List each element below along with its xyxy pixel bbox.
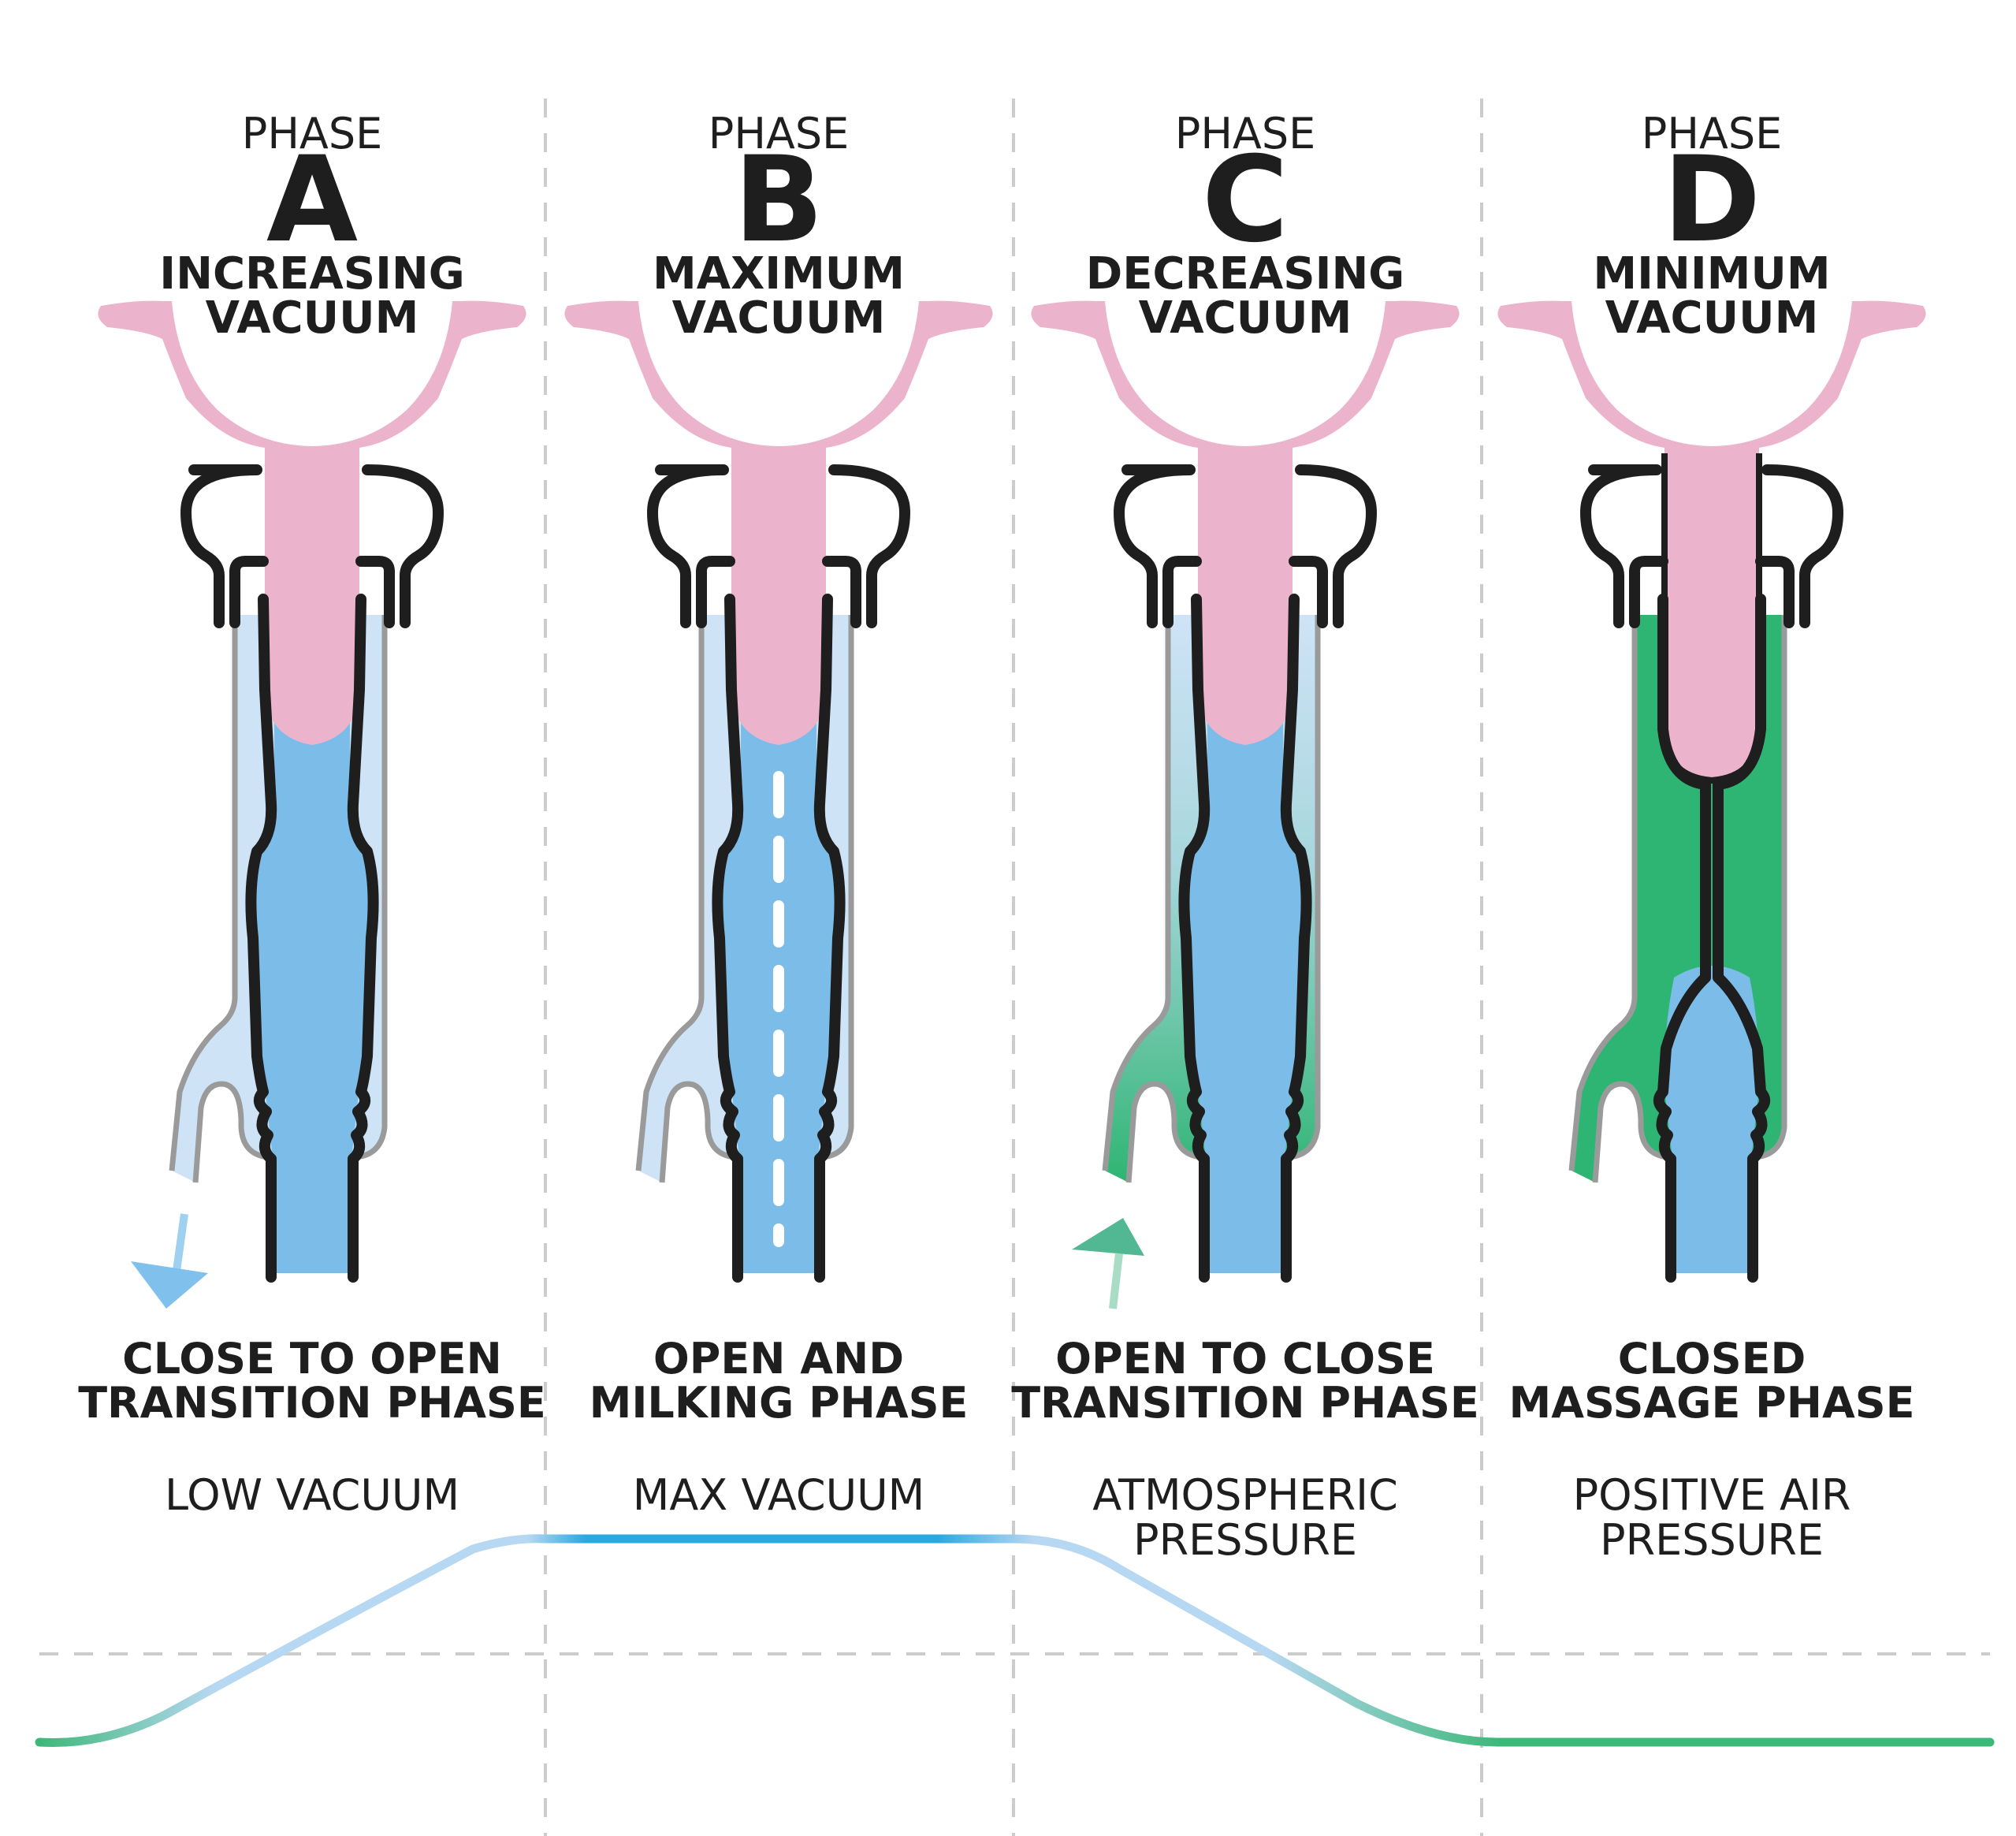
air-in-arrow-shaft: [1109, 1253, 1123, 1309]
vacuum-state-line: DECREASING: [1086, 248, 1405, 300]
phase-letter: D: [1663, 132, 1761, 269]
transition-phase-line: MASSAGE PHASE: [1508, 1378, 1914, 1428]
phase-label: PHASE: [709, 109, 850, 158]
pressure-curve-line: [35, 1534, 1995, 1748]
vacuum-state-line: INCREASING: [159, 248, 465, 300]
milk-channel: [1664, 966, 1760, 1273]
phase-label: PHASE: [1175, 109, 1316, 158]
liner-head-inner: [1629, 566, 1795, 628]
liner-wall-left: [1178, 594, 1211, 1283]
teat-tip: [731, 453, 826, 745]
pressure-state-line: LOW VACUUM: [165, 1470, 459, 1520]
liner-head-left: [180, 464, 269, 628]
teatcup-shell-outline: [1568, 615, 1787, 1183]
pressure-curve: [35, 1534, 1995, 1748]
phase-label: PHASE: [1642, 109, 1783, 158]
pressure-state-line: POSITIVE AIR: [1573, 1470, 1851, 1520]
transition-phase-line: OPEN AND: [653, 1334, 904, 1384]
liner-wall-right: [813, 594, 846, 1283]
teatcup-shell-outline: [169, 615, 388, 1183]
teat-tip-closed: [1661, 453, 1762, 784]
transition-phase-line: TRANSITION PHASE: [78, 1378, 546, 1428]
vacuum-state-line: VACUUM: [672, 292, 886, 344]
vacuum-state-line: VACUUM: [206, 292, 419, 344]
air-out-arrow-icon: [131, 1261, 208, 1309]
liner-head-right: [1755, 464, 1843, 628]
phase-letter: B: [734, 132, 824, 269]
teatcup-shell-outline: [1102, 615, 1321, 1183]
liner-head-left: [647, 464, 735, 628]
liner-head-right: [822, 464, 910, 628]
liner-wall-right: [347, 594, 379, 1283]
vacuum-state-line: VACUUM: [1605, 292, 1819, 344]
air-in-arrow-icon: [1072, 1218, 1144, 1256]
vacuum-state-line: VACUUM: [1139, 292, 1352, 344]
phase-dividers: [39, 99, 1990, 1836]
liner-head-inner: [229, 566, 395, 628]
liner-head-left: [1114, 464, 1202, 628]
transition-phase-line: CLOSED: [1618, 1334, 1806, 1384]
milk-channel: [254, 694, 370, 1273]
transition-phase-line: TRANSITION PHASE: [1011, 1378, 1479, 1428]
phase-letter: C: [1202, 132, 1289, 269]
transition-phase-line: MILKING PHASE: [590, 1378, 969, 1428]
transition-phase-line: OPEN TO CLOSE: [1055, 1334, 1435, 1384]
pressure-state-line: PRESSURE: [1600, 1515, 1824, 1565]
liner-head-right: [355, 464, 444, 628]
liner-head-right: [1289, 464, 1377, 628]
liner-wall-left: [245, 594, 277, 1283]
teat-tip: [1198, 453, 1293, 745]
teatcup-shell-outline: [635, 615, 854, 1183]
teat-tip: [265, 453, 359, 745]
liner-wall-right: [1280, 594, 1312, 1283]
liner-wall-left: [1653, 594, 1711, 1283]
milk-channel: [1187, 694, 1304, 1273]
phase-label: PHASE: [242, 109, 383, 158]
air-out-arrow-shaft: [173, 1213, 188, 1272]
phase-letter: A: [266, 132, 358, 269]
pressure-state-line: PRESSURE: [1133, 1515, 1357, 1565]
liner-wall-right: [1713, 594, 1771, 1283]
vacuum-state-line: MAXIMUM: [653, 248, 905, 300]
liner-wall-left: [712, 594, 744, 1283]
liner-head-inner: [1162, 566, 1328, 628]
liner-head-left: [1580, 464, 1668, 628]
vacuum-state-line: MINIMUM: [1593, 248, 1830, 300]
transition-phase-line: CLOSE TO OPEN: [122, 1334, 502, 1384]
pressure-state-line: MAX VACUUM: [633, 1470, 925, 1520]
pressure-state-line: ATMOSPHERIC: [1092, 1470, 1398, 1520]
liner-head-inner: [696, 566, 861, 628]
